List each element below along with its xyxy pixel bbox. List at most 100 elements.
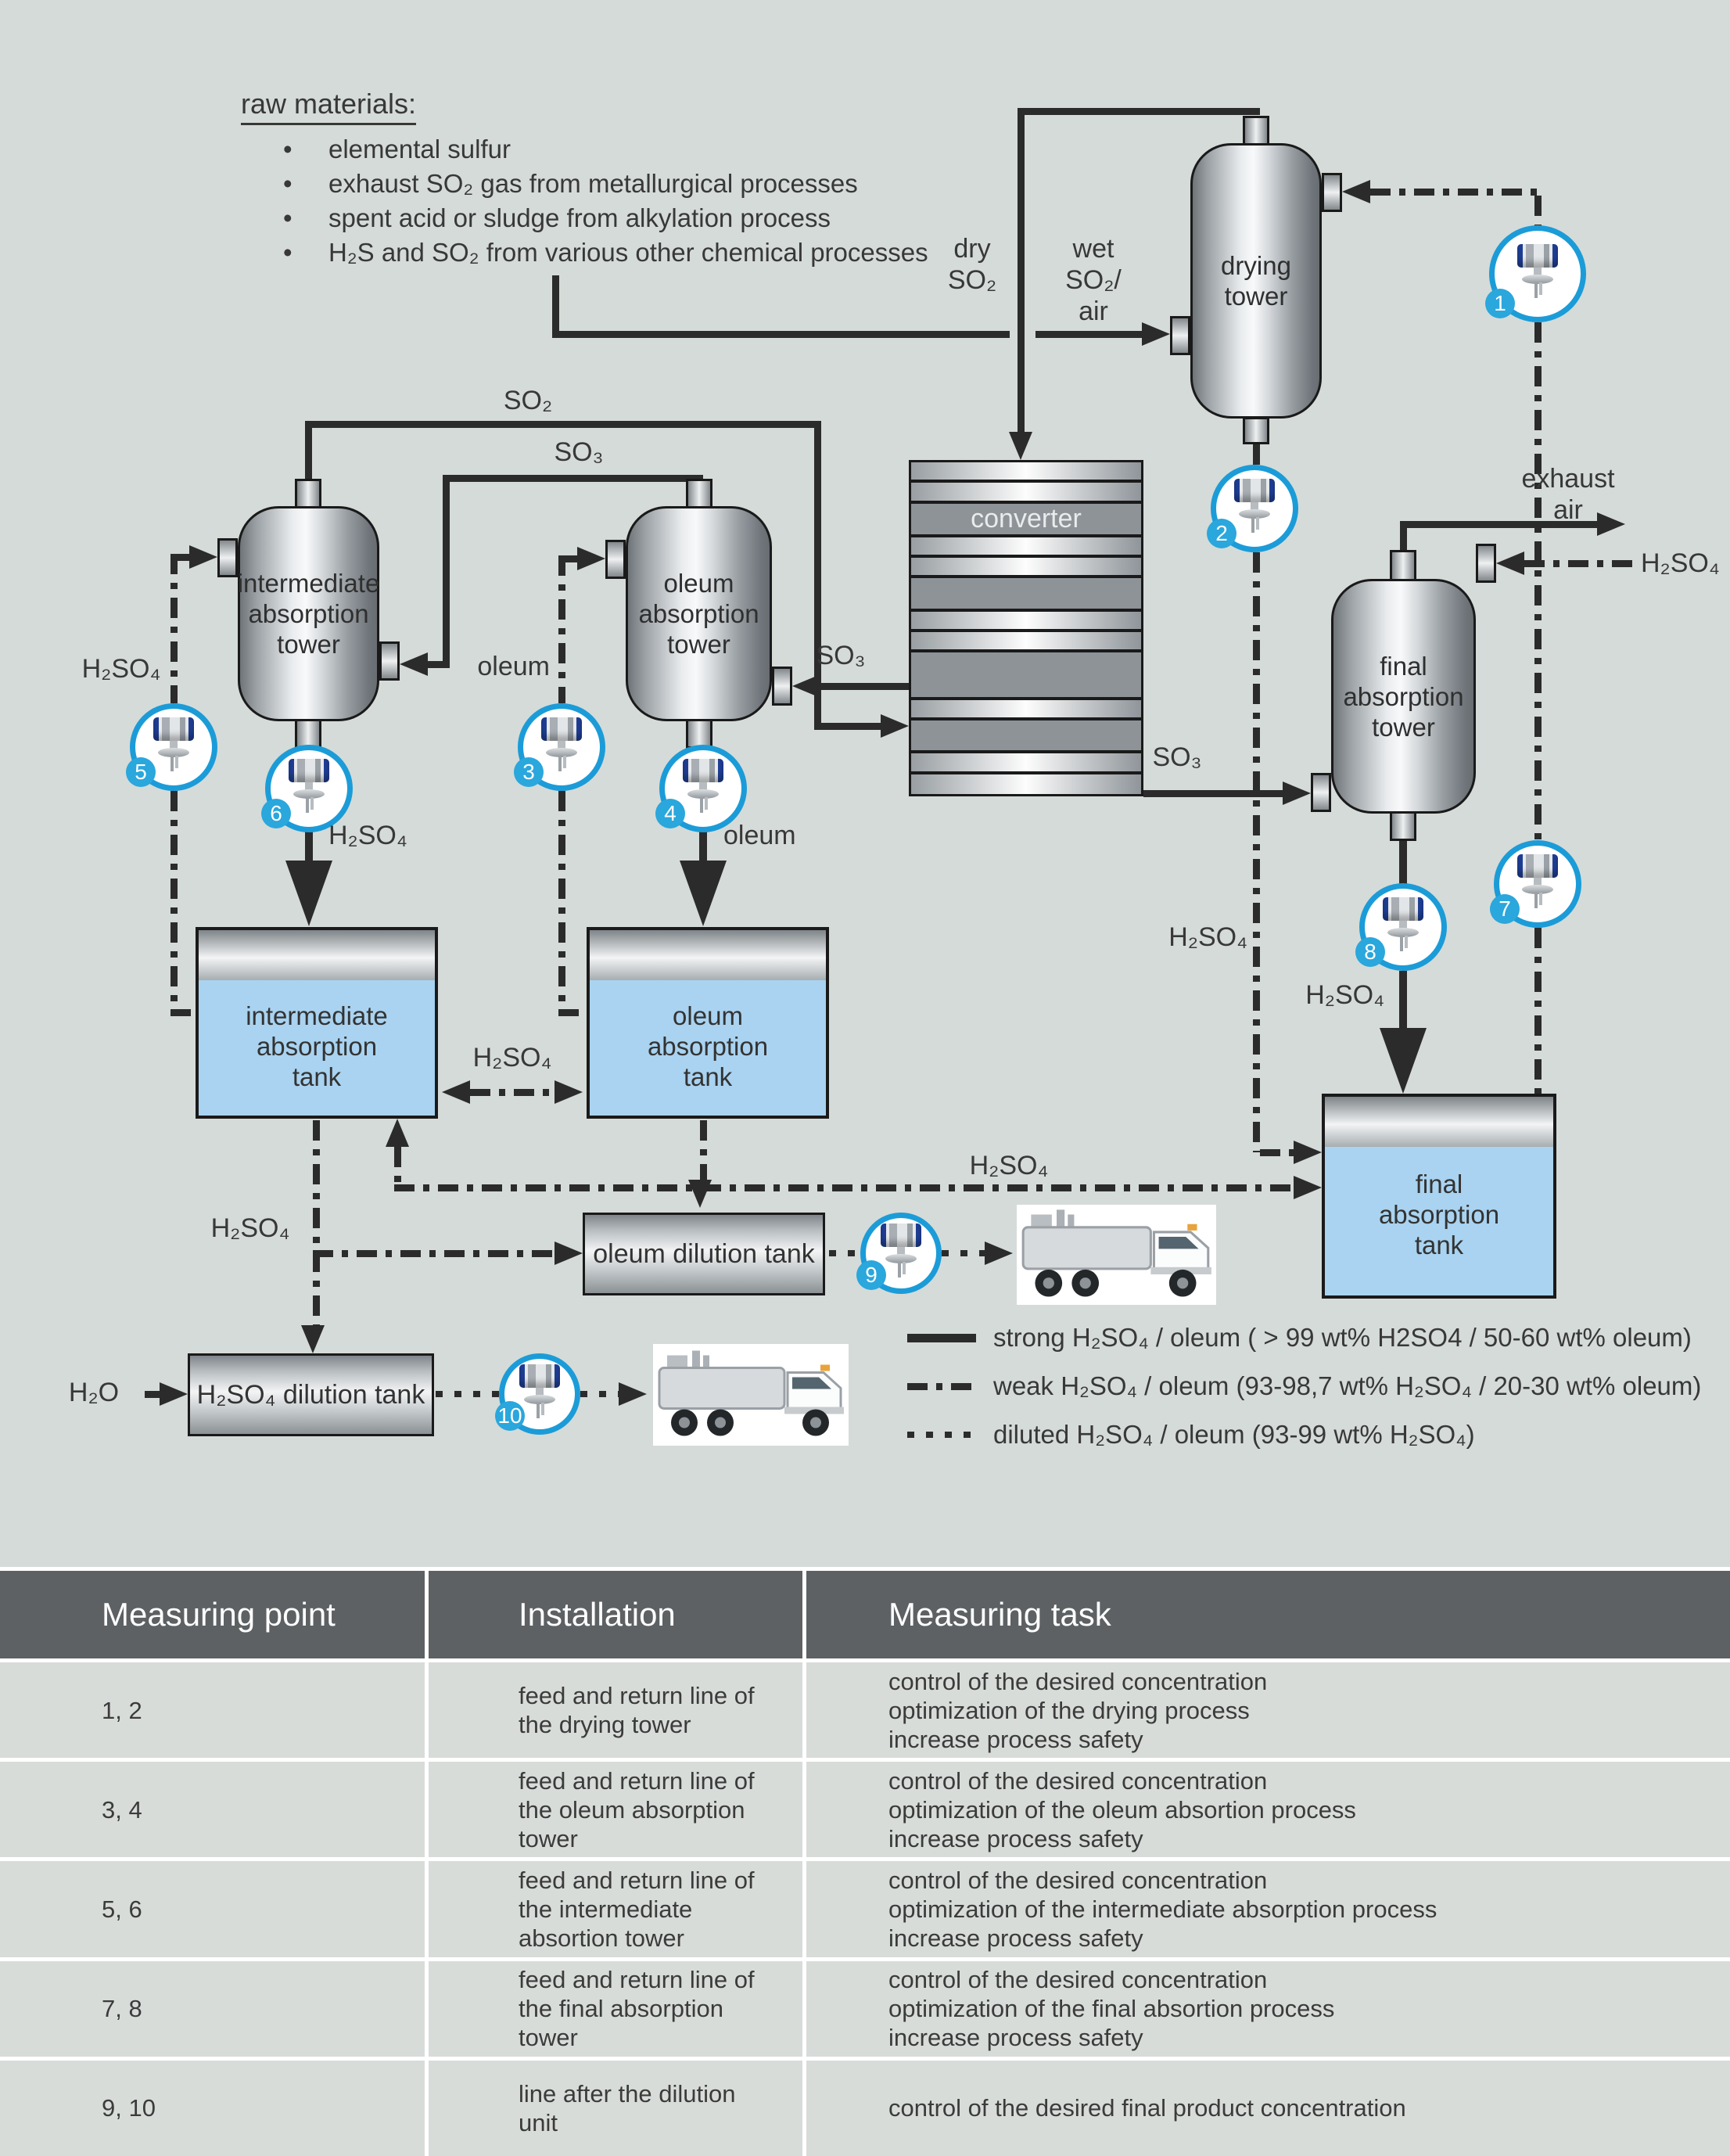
flowmeter-icon <box>1514 854 1561 914</box>
label-so3-transfer: SO₃ <box>554 437 604 467</box>
pipe-dry-so2-down <box>1018 108 1025 432</box>
converter-band <box>911 462 1141 483</box>
pipe-sensor4-down <box>699 831 707 861</box>
label-h2so4-dilution-feed: H₂SO₄ <box>210 1213 290 1243</box>
raw-material-item: •spent acid or sludge from alkylation pr… <box>283 203 987 233</box>
tanker-truck-image-2 <box>653 1344 849 1446</box>
converter-band <box>911 557 1141 579</box>
sensor-4: 4 <box>655 745 747 832</box>
sensor-6-badge: 6 <box>261 799 291 828</box>
label-so2-recycle: SO₂ <box>503 386 553 415</box>
pipe-so2-riser <box>305 421 312 480</box>
bullet-icon: • <box>283 169 293 198</box>
table-row-1-point: 1, 2 <box>0 1662 425 1759</box>
label-h2so4-long-line: H₂SO₄ <box>969 1151 1049 1180</box>
converter-band <box>911 483 1141 504</box>
pipe-raw-feed-vertical <box>552 275 559 338</box>
weak-acid-line-to-final-tower <box>1524 560 1638 567</box>
oleum-tower-label: oleum absorption tower <box>638 569 759 659</box>
converter-label: converter <box>971 503 1082 534</box>
table-row-4-installation: feed and return line of the final absorp… <box>429 1960 802 2057</box>
flowmeter-icon <box>538 717 585 777</box>
table-row-1-task: control of the desired concentration opt… <box>806 1662 1730 1759</box>
table-row-3-installation: feed and return line of the intermediate… <box>429 1861 802 1957</box>
label-h2so4-converter-side: H₂SO₄ <box>1168 922 1247 952</box>
drying-tower-label: drying tower <box>1221 251 1291 311</box>
diluted-line-s9-a <box>829 1250 860 1256</box>
weak-acid-line-s3-up <box>558 555 565 703</box>
process-flow-diagram: raw materials: •elemental sulfur •exhaus… <box>0 0 1730 1567</box>
label-h2so4-left: H₂SO₄ <box>81 654 161 684</box>
tank-top-band <box>1325 1097 1553 1147</box>
table-row-2-installation: feed and return line of the oleum absorp… <box>429 1762 802 1858</box>
tank-top-band <box>590 930 826 980</box>
weak-acid-line-s5-corner <box>170 554 191 561</box>
weak-acid-line-long-h2so4 <box>394 1184 1294 1191</box>
converter-band <box>911 652 1141 700</box>
h2so4-dilution-tank-label: H₂SO₄ dilution tank <box>196 1379 425 1410</box>
h2so4-dilution-tank: H₂SO₄ dilution tank <box>188 1353 434 1436</box>
label-oleum-between: oleum <box>477 652 550 681</box>
oleum-dilution-tank: oleum dilution tank <box>583 1213 825 1295</box>
oleum-tower-right-port <box>772 667 792 706</box>
converter-band <box>911 578 1141 612</box>
arrow-into-oleum-dilution-left <box>555 1241 583 1265</box>
sensor-5-badge: 5 <box>126 757 156 787</box>
pipe-exhaust-riser <box>1400 521 1407 552</box>
raw-material-text: elemental sulfur <box>328 135 511 163</box>
converter-band <box>911 699 1141 720</box>
arrow-into-intermediate-tower <box>400 652 428 676</box>
sensor-2-badge: 2 <box>1207 519 1236 548</box>
weak-acid-line-between-tanks <box>470 1089 555 1096</box>
sensor-3-badge: 3 <box>514 757 544 787</box>
arrow-into-final-tank-lower <box>1294 1176 1322 1199</box>
arrow-up-into-intermediate-tank <box>386 1119 409 1147</box>
drying-tower-bottom-port <box>1243 417 1269 444</box>
sensor-10-badge: 10 <box>495 1401 525 1431</box>
arrow-into-converter-top <box>1009 432 1032 460</box>
sensor-3: 3 <box>514 703 605 791</box>
sensor-9: 9 <box>856 1213 942 1294</box>
arrow-exhaust-air <box>1597 512 1625 536</box>
final-tower-left-port <box>1311 773 1331 812</box>
oleum-dilution-tank-label: oleum dilution tank <box>593 1238 815 1269</box>
converter-band: converter <box>911 503 1141 537</box>
label-oleum-sensor4: oleum <box>723 821 796 850</box>
converter-band <box>911 631 1141 653</box>
intermediate-tower-label: intermediate absorption tower <box>237 569 380 659</box>
raw-materials-title: raw materials: <box>241 88 417 125</box>
final-tower-label: final absorption tower <box>1343 651 1464 742</box>
sensor-10: 10 <box>495 1353 580 1435</box>
pipe-sensor8-up <box>1399 841 1407 885</box>
label-so3-to-oleum: SO₃ <box>816 641 866 670</box>
sensor-7: 7 <box>1490 840 1581 928</box>
weak-acid-line-drying-bottom <box>1253 444 1260 466</box>
arrow-into-final-tower <box>1283 782 1311 805</box>
converter-band <box>911 611 1141 632</box>
intermediate-absorption-tower: intermediate absorption tower <box>238 506 379 721</box>
weak-acid-line-s3-down <box>558 791 565 1014</box>
raw-material-item: •elemental sulfur <box>283 135 987 164</box>
sensor-5: 5 <box>126 703 217 791</box>
converter-band <box>911 537 1141 558</box>
sensor-7-badge: 7 <box>1490 894 1520 924</box>
sensor-9-badge: 9 <box>856 1260 886 1290</box>
pipe-dry-so2-top <box>1018 108 1260 115</box>
table-row-3-task: control of the desired concentration opt… <box>806 1861 1730 1957</box>
oleum-tower-top-port <box>686 479 712 508</box>
drying-tower-right-port <box>1322 173 1342 212</box>
pipe-so3-transfer-drop <box>443 475 450 664</box>
table-row-5-point: 9, 10 <box>0 2060 425 2156</box>
truck-illustration <box>653 1346 849 1444</box>
pipe-sensor8-down <box>1399 971 1407 1028</box>
intermediate-absorption-tank: intermediate absorption tank <box>196 927 438 1119</box>
final-tower-bottom-port <box>1390 811 1416 841</box>
intermediate-tower-right-port <box>379 641 400 681</box>
weak-acid-line-tank-riser <box>394 1147 401 1188</box>
final-tower-right-port <box>1476 544 1496 583</box>
pipe-wet-feed-1 <box>552 331 1010 338</box>
converter-band <box>911 720 1141 754</box>
diluted-line-s10-a <box>436 1391 499 1397</box>
arrow-h2so4-into-final-tower <box>1496 552 1524 575</box>
legend-item-strong: strong H₂SO₄ / oleum ( > 99 wt% H2SO4 / … <box>993 1323 1692 1352</box>
